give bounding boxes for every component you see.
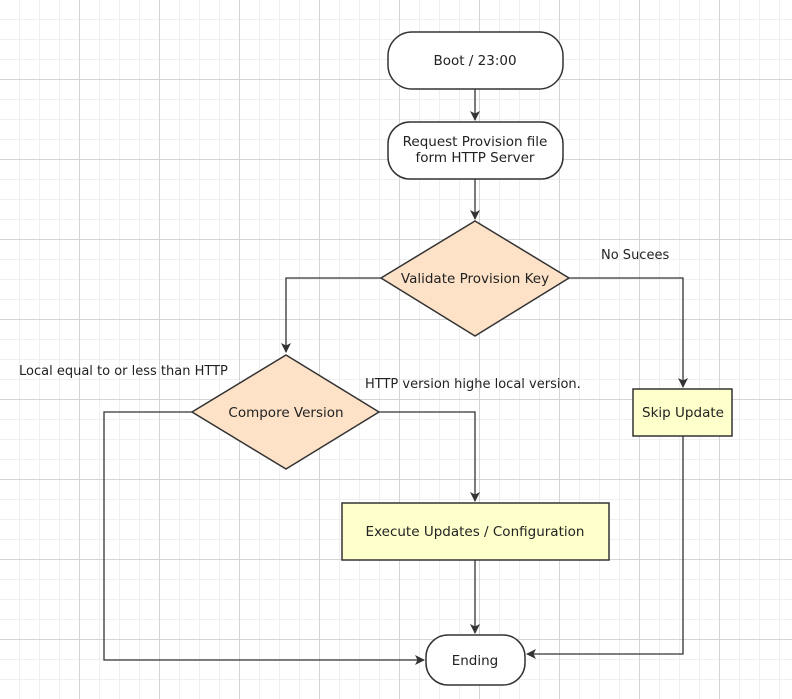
ending-label: Ending: [452, 653, 499, 669]
edge-label-no-success: No Sucees: [601, 248, 669, 263]
request-label-line1: Request Provision file: [403, 134, 548, 150]
node-request[interactable]: Request Provision file form HTTP Server: [387, 121, 564, 180]
skip-shape: [632, 388, 733, 437]
edge-validate-to-compare: [281, 277, 381, 353]
ending-shape: [425, 634, 526, 686]
validate-label: Validate Provision Key: [401, 271, 549, 287]
boot-shape: [387, 31, 564, 90]
edge-compare-to-execute: [379, 411, 480, 502]
edge-label-local-le-http: Local equal to or less than HTTP: [19, 364, 228, 379]
node-ending[interactable]: Ending: [425, 634, 526, 686]
boot-label: Boot / 23:00: [433, 53, 516, 69]
compare-shape: [190, 354, 381, 470]
request-label-line2: form HTTP Server: [416, 150, 535, 166]
compare-label: Compore Version: [228, 405, 343, 421]
node-execute[interactable]: Execute Updates / Configuration: [341, 502, 610, 561]
skip-label: Skip Update: [642, 405, 724, 421]
node-skip[interactable]: Skip Update: [632, 388, 733, 437]
execute-shape: [341, 502, 610, 561]
request-shape: [387, 121, 564, 180]
node-validate[interactable]: Validate Provision Key: [379, 220, 571, 337]
execute-label: Execute Updates / Configuration: [366, 524, 585, 540]
edge-compare-to-ending: [103, 411, 425, 665]
edge-label-http-higher: HTTP version highe local version.: [365, 377, 581, 392]
edge-skip-to-ending: [526, 436, 684, 659]
validate-shape: [379, 220, 571, 337]
node-boot[interactable]: Boot / 23:00: [387, 31, 564, 90]
node-compare[interactable]: Compore Version: [190, 354, 381, 470]
edge-validate-to-skip: [569, 277, 688, 388]
